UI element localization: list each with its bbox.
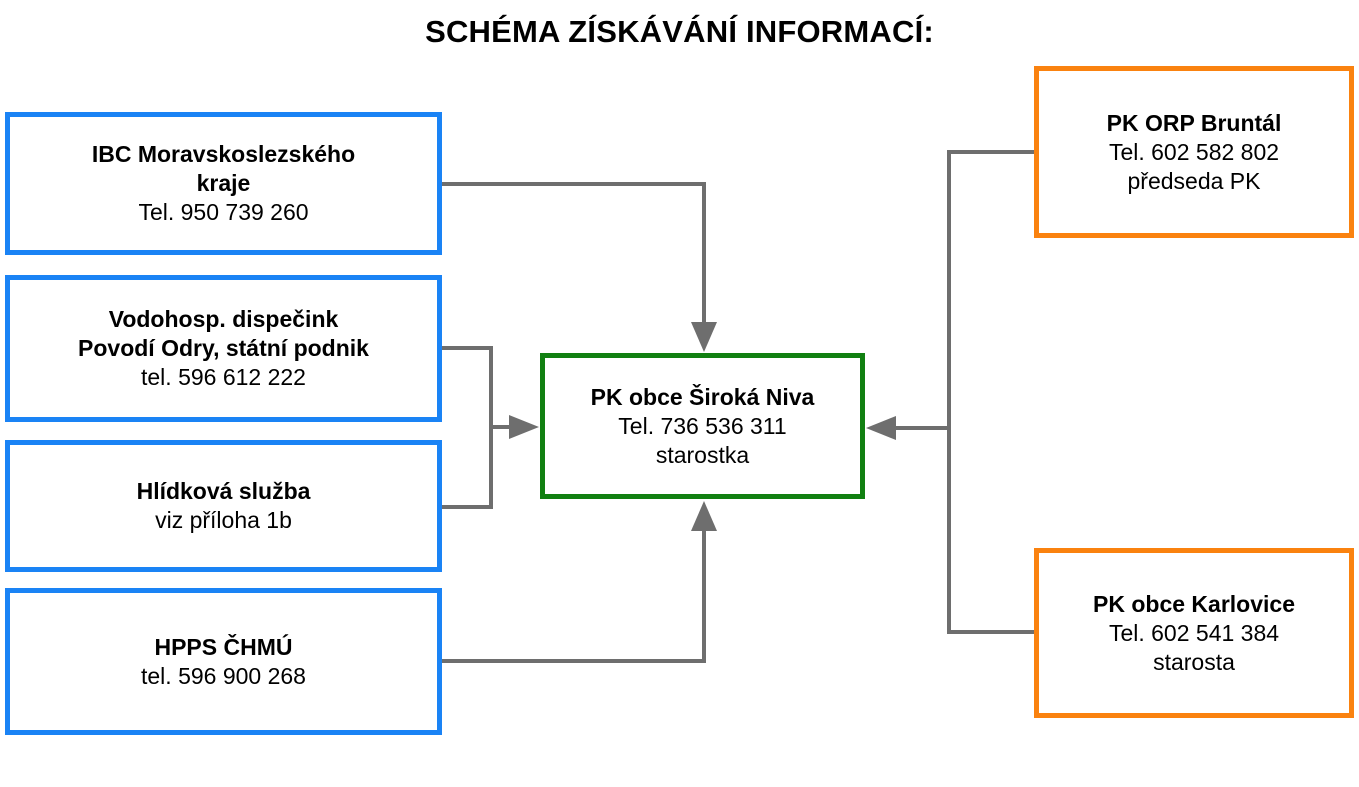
node-ibc-name: IBC Moravskoslezského kraje [91, 141, 356, 196]
node-vodohosp-phone: tel. 596 612 222 [141, 364, 306, 390]
node-karlovice-phone: Tel. 602 541 384 [1108, 619, 1280, 646]
arrow-right-into-center [509, 415, 539, 439]
node-vodohosp: Vodohosp. dispečink Povodí Odry, státní … [5, 275, 442, 422]
node-ibc: IBC Moravskoslezského kraje Tel. 950 739… [5, 112, 442, 255]
node-karlovice-role: starosta [1153, 648, 1235, 675]
node-center: PK obce Široká Niva Tel. 736 536 311 sta… [540, 353, 865, 499]
node-center-name: PK obce Široká Niva [590, 383, 815, 410]
connector-hpps-to-center [442, 527, 706, 663]
node-hlidkova-note: viz příloha 1b [155, 507, 292, 533]
node-hpps-name: HPPS ČHMÚ [154, 633, 293, 660]
node-hpps-phone: tel. 596 900 268 [141, 662, 306, 689]
connector-vodohosp-to-merge [442, 346, 493, 509]
connector-ibc-to-center [442, 182, 706, 326]
node-karlovice-name: PK obce Karlovice [1093, 590, 1295, 617]
diagram-title: SCHÉMA ZÍSKÁVÁNÍ INFORMACÍ: [425, 14, 934, 49]
node-hlidkova-name: Hlídková služba [136, 478, 311, 504]
arrow-left-into-center [866, 416, 896, 440]
node-karlovice: PK obce Karlovice Tel. 602 541 384 staro… [1034, 548, 1354, 718]
node-orp-phone: Tel. 602 582 802 [1108, 138, 1280, 165]
node-orp: PK ORP Bruntál Tel. 602 582 802 předseda… [1034, 66, 1354, 238]
connector-orp-to-bus [947, 150, 1034, 634]
node-center-phone: Tel. 736 536 311 [618, 412, 787, 439]
arrow-down-into-center [691, 322, 717, 352]
node-orp-name: PK ORP Bruntál [1106, 109, 1282, 136]
node-center-role: starostka [655, 441, 750, 468]
node-hpps: HPPS ČHMÚ tel. 596 900 268 [5, 588, 442, 735]
node-ibc-phone: Tel. 950 739 260 [138, 199, 309, 225]
arrow-up-into-center [691, 501, 717, 531]
node-hlidkova: Hlídková služba viz příloha 1b [5, 440, 442, 572]
node-vodohosp-name: Vodohosp. dispečink Povodí Odry, státní … [78, 306, 369, 361]
node-orp-role: předseda PK [1127, 167, 1261, 194]
